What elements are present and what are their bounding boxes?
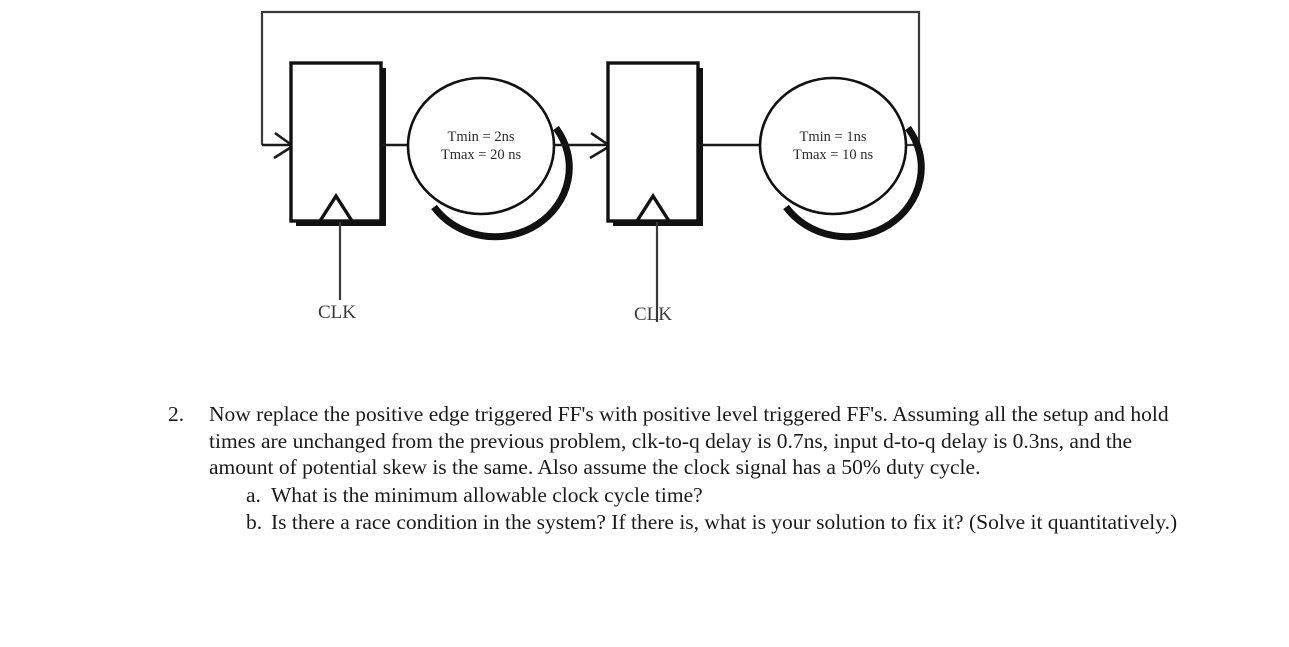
question-block: 2. Now replace the positive edge trigger… <box>168 401 1198 536</box>
subitem-a-marker: a. <box>246 482 261 507</box>
delay-block-1: Tmin = 2ns Tmax = 20 ns <box>406 76 573 241</box>
question-subitems: a. What is the minimum allowable clock c… <box>168 482 1198 536</box>
question-item-2: 2. Now replace the positive edge trigger… <box>168 401 1198 481</box>
question-text: Now replace the positive edge triggered … <box>209 402 1169 479</box>
ff2-clock-triangle <box>635 192 671 222</box>
subitem-b-marker: b. <box>246 510 263 534</box>
delay2-tmin: Tmin = 1ns <box>800 129 867 145</box>
question-subitem-a: a. What is the minimum allowable clock c… <box>246 482 1198 509</box>
delay-block-2: Tmin = 1ns Tmax = 10 ns <box>758 76 925 241</box>
ff1-clock-label: CLK <box>318 302 356 323</box>
question-marker: 2. <box>168 402 185 426</box>
subitem-b-text: Is there a race condition in the system?… <box>271 510 1178 534</box>
subitem-a-text: What is the minimum allowable clock cycl… <box>271 482 703 507</box>
delay1-tmin: Tmin = 2ns <box>448 129 515 145</box>
ff1-clock-triangle <box>318 192 354 222</box>
sequential-circuit-diagram: CLK Tmin = 2ns Tmax = 20 ns CLK <box>260 10 925 325</box>
flip-flop-1: CLK <box>289 61 386 323</box>
question-subitem-b: b. Is there a race condition in the syst… <box>246 509 1198 536</box>
flip-flop-2: CLK <box>606 61 703 325</box>
delay1-tmax: Tmax = 20 ns <box>441 147 522 163</box>
ff1-input-arrow <box>262 131 296 160</box>
ff2-clock-label: CLK <box>634 304 672 325</box>
delay2-tmax: Tmax = 10 ns <box>793 147 874 163</box>
